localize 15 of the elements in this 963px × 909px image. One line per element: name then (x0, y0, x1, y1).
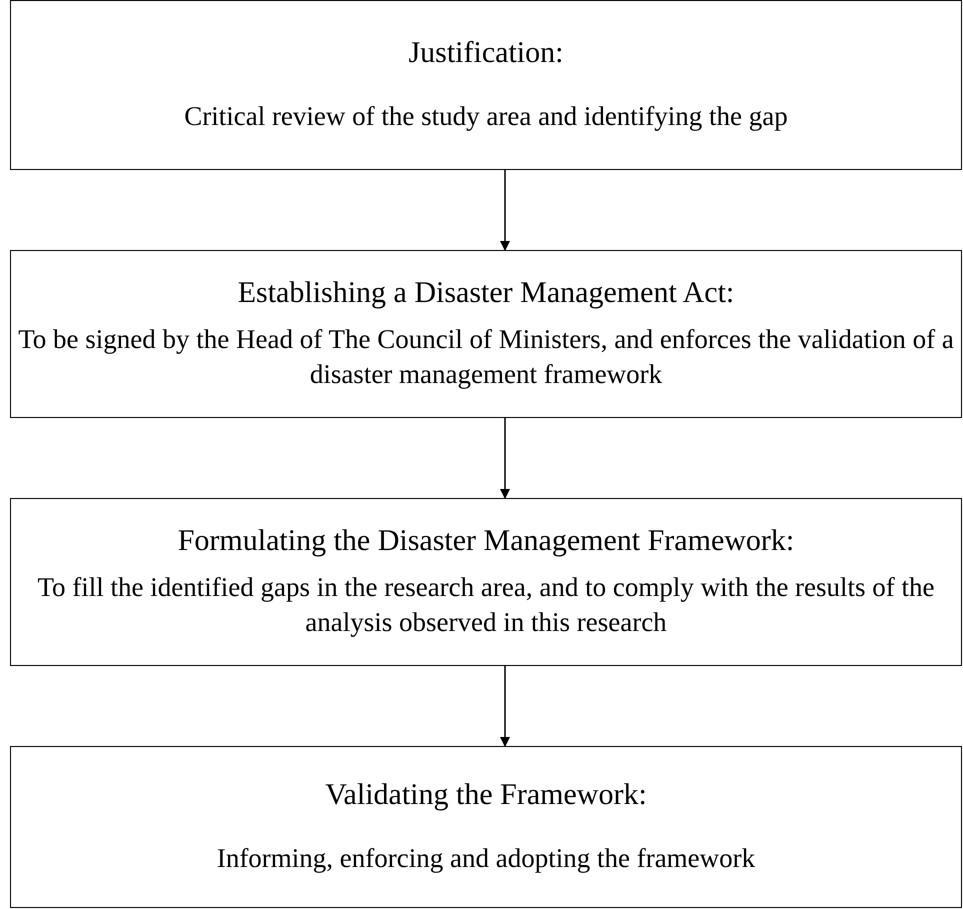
process-box (10, 498, 962, 666)
arrow (500, 666, 510, 747)
step-description: To fill the identified gaps in the research area, and to comply with the results of the analysis observed in this research (36, 571, 936, 640)
step-title: Establishing a Disaster Management Act: (238, 276, 734, 310)
process-box (10, 250, 962, 418)
step-description: Critical review of the study area and identifying the gap (184, 100, 788, 133)
arrow (500, 170, 510, 251)
step-title: Justification: (408, 36, 564, 71)
process-box (10, 746, 962, 908)
step-title: Formulating the Disaster Management Framework: (178, 524, 794, 558)
step-description: To be signed by the Head of The Council of Ministers, and enforces the validation of a disaster management framework (17, 323, 955, 392)
arrow (500, 418, 510, 499)
process-box (10, 0, 962, 170)
step-description: Informing, enforcing and adopting the framework (216, 842, 756, 875)
step-title: Validating the Framework: (325, 778, 647, 813)
